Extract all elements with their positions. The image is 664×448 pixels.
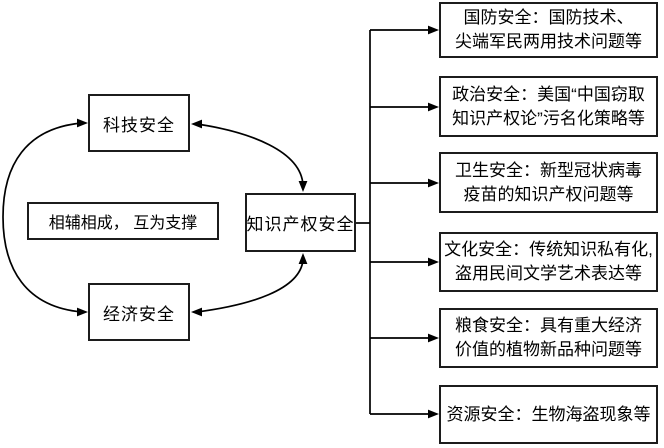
econ-ip-mutual-arrow	[191, 253, 308, 317]
arrowhead-branch-6	[428, 409, 439, 419]
branch-text-line: 国防安全：国防技术、	[463, 8, 634, 27]
node-economic-security: 经济安全	[88, 283, 190, 341]
mutual-support-note: 相辅相成， 互为支撑	[27, 202, 219, 240]
branch-arrow-health	[370, 178, 439, 188]
arrowhead-into-tech-left	[77, 118, 88, 128]
branch-text-line: 知识产权论”污名化策略等	[452, 108, 645, 128]
arrowhead-branch-1	[428, 25, 439, 35]
node-ip-security-label: 知识产权安全	[246, 215, 355, 234]
branch-text-line: 价值的植物新品种问题等	[455, 340, 642, 359]
branch-arrow-cultural	[370, 257, 439, 267]
mutual-support-note-label: 相辅相成， 互为支撑	[48, 215, 198, 232]
arrowhead-into-tech-right	[191, 119, 202, 129]
node-economic-security-label: 经济安全	[103, 304, 175, 324]
branch-arrow-national-defense	[370, 25, 439, 35]
arrowhead-branch-4	[428, 257, 439, 267]
branch-box-cultural-security: 文化安全：传统知识私有化, 盗用民间文学艺术表达等	[439, 232, 658, 292]
tech-econ-mutual-arrow	[2, 118, 88, 317]
branch-box-health-security: 卫生安全：新型冠状病毒 疫苗的知识产权问题等	[439, 152, 658, 213]
arrowhead-branch-3	[428, 178, 439, 188]
arrowhead-into-ip-top	[298, 181, 308, 192]
arrowhead-into-econ-left	[77, 307, 88, 317]
branch-box-resource-security: 资源安全：生物海盗现象等	[439, 385, 658, 444]
arrowhead-branch-5	[428, 333, 439, 343]
econ-ip-curve-line	[196, 259, 304, 313]
branch-arrow-food	[370, 333, 439, 343]
tech-ip-mutual-arrow	[191, 119, 308, 192]
node-tech-security-label: 科技安全	[103, 115, 175, 135]
branch-text-line: 文化安全：传统知识私有化,	[444, 240, 653, 259]
branch-text-line: 粮食安全：具有重大经济	[455, 316, 642, 335]
branch-box-food-security: 粮食安全：具有重大经济 价值的植物新品种问题等	[439, 308, 658, 368]
branch-text-line: 盗用民间文学艺术表达等	[455, 264, 642, 283]
node-ip-security: 知识产权安全	[245, 193, 356, 252]
branch-text-line: 疫苗的知识产权问题等	[463, 184, 634, 204]
arrowhead-into-ip-bottom	[298, 253, 308, 264]
node-tech-security: 科技安全	[88, 94, 190, 152]
branch-box-national-defense-security: 国防安全：国防技术、 尖端军民两用技术问题等	[439, 2, 658, 58]
tech-econ-arc-line	[2, 122, 83, 313]
arrowhead-branch-2	[428, 102, 439, 112]
branch-text-line: 政治安全：美国“中国窃取	[452, 84, 645, 104]
branch-text-line: 卫生安全：新型冠状病毒	[455, 160, 642, 180]
branch-text-line: 资源安全：生物海盗现象等	[446, 404, 651, 424]
branch-arrow-political	[370, 102, 439, 112]
arrowhead-into-econ-right	[191, 307, 202, 317]
branch-text-line: 尖端军民两用技术问题等	[455, 32, 642, 51]
tech-ip-curve-line	[196, 123, 304, 186]
branch-box-political-security: 政治安全：美国“中国窃取 知识产权论”污名化策略等	[439, 76, 658, 137]
branch-arrow-resource	[370, 409, 439, 419]
